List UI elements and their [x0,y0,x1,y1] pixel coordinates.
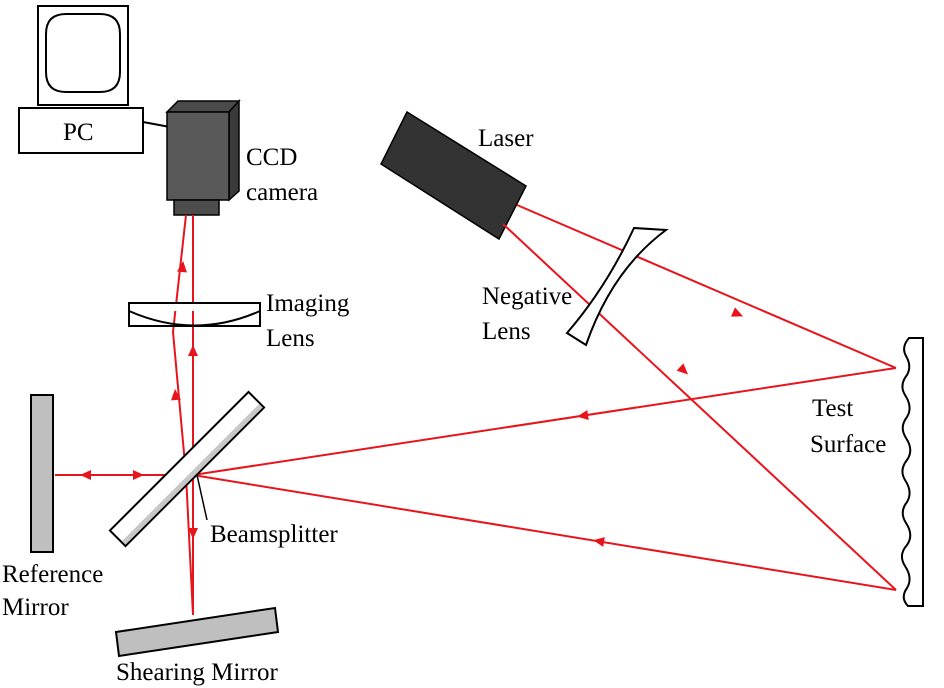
test-surface-label-line2: Surface [810,431,886,458]
camera-front-face [166,111,230,201]
laser [380,110,527,241]
beamsplitter [108,390,266,548]
reference-mirror-label-line2: Mirror [2,594,69,621]
beam-laser-to-surface-bottom [502,223,897,591]
ccd-label-line1: CCD [246,144,297,171]
shearing-mirror [114,606,280,658]
beam-surface-top-to-beamsplitter [192,367,897,476]
negative-lens-label-line1: Negative [482,283,572,310]
beamsplitter-coating [121,403,263,545]
shearing-mirror-label: Shearing Mirror [116,659,278,686]
camera-top-face [165,100,241,113]
monitor-screen [45,13,121,93]
imaging-lens-label-line2: Lens [266,325,315,352]
negative-lens [565,226,669,347]
ccd-label-line2: camera [246,179,318,206]
beamsplitter-pointer [196,474,208,521]
arrow-reference-right [133,470,144,480]
ccd-camera [165,99,241,216]
arrow-down-to-shearing-mirror [188,528,198,539]
beamsplitter-plate [108,390,266,548]
beam-surface-bottom-to-beamsplitter [192,474,897,591]
arrow-up-straight [188,345,198,356]
reference-mirror-label-line1: Reference [2,561,103,588]
camera-side-face [228,99,240,202]
test-surface-label-line1: Test [812,395,853,422]
beam-sheared-path [172,214,194,616]
test-surface [901,337,924,607]
arrow-upper-beam [731,307,744,317]
arrow-up-sheared-upper [177,261,187,273]
arrow-reference-left [80,470,91,480]
beam-arrows [80,261,744,547]
arrow-up-sheared-lower [171,389,181,401]
negative-lens-label-line2: Lens [482,318,531,345]
reference-mirror [30,394,54,553]
arrow-reflected-top [577,410,589,420]
pc-camera-cable [142,121,171,128]
pc-box [18,107,144,154]
imaging-lens-label-line1: Imaging [266,290,350,317]
beamsplitter-label: Beamsplitter [210,521,338,548]
laser-label: Laser [478,125,534,152]
laser-beams [55,204,897,616]
camera-lens-mount [173,199,220,216]
imaging-lens [128,302,261,327]
arrow-reflected-bottom [593,537,605,547]
beam-laser-to-surface-top [516,204,897,369]
arrow-lower-beam [676,363,689,375]
pc-label: PC [63,119,94,146]
pc-computer: PC [18,5,144,154]
